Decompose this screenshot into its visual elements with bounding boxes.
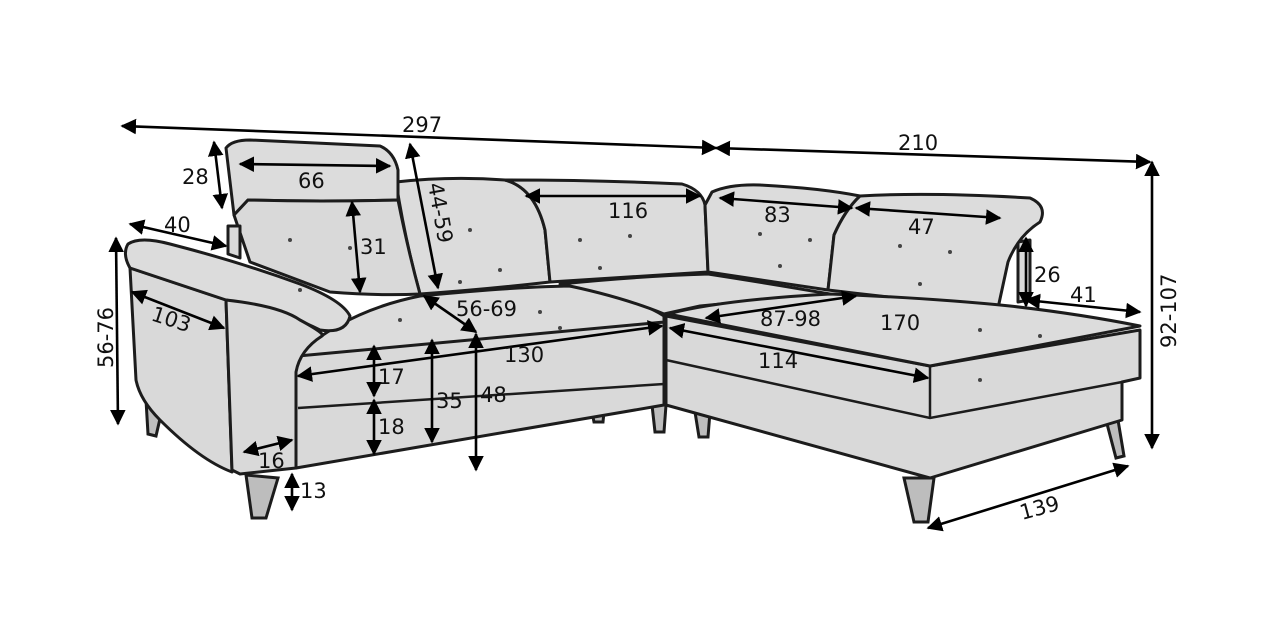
leg-chaise-back xyxy=(1104,418,1126,460)
dim-left-arm-width: 40 xyxy=(164,213,191,237)
dim-right-width: 210 xyxy=(898,131,938,155)
dim-seat-depth-right: 87-98 xyxy=(760,307,821,331)
dimension-arrows xyxy=(108,118,1160,532)
dim-arm-height: 56-76 xyxy=(94,307,118,368)
dim-headrest-height: 28 xyxy=(182,165,209,189)
dim-cushion-thickness: 17 xyxy=(378,365,405,389)
dim-headrest-width: 66 xyxy=(298,169,325,193)
dim-seat-width: 130 xyxy=(504,343,544,367)
dim-right-arm-width: 41 xyxy=(1070,283,1097,307)
dim-seat-depth: 56-69 xyxy=(456,297,517,321)
dim-right-back-width: 47 xyxy=(908,215,935,239)
dim-chaise-width: 114 xyxy=(758,349,798,373)
dim-seat-height: 35 xyxy=(436,389,463,413)
dim-leg-height: 13 xyxy=(300,479,327,503)
leg-front-left xyxy=(244,473,280,520)
right-headrest-frame xyxy=(1016,238,1032,304)
dim-chaise-length: 170 xyxy=(880,311,920,335)
dim-back-cushion-width: 116 xyxy=(608,199,648,223)
left-back-side xyxy=(226,224,242,260)
dim-total-height: 92-107 xyxy=(1157,274,1181,348)
dim-total-width: 297 xyxy=(402,113,442,137)
leg-corner-front xyxy=(650,403,668,434)
dim-right-headrest-height: 26 xyxy=(1034,263,1061,287)
dim-corner-back-width: 83 xyxy=(764,203,791,227)
dim-chaise-depth: 139 xyxy=(1017,491,1062,525)
back-cushion-right xyxy=(826,192,1044,310)
leg-chaise-front xyxy=(902,476,936,524)
dim-arm-thickness: 16 xyxy=(258,449,285,473)
dim-seat-height-total: 48 xyxy=(480,383,507,407)
dim-back-height: 31 xyxy=(360,235,387,259)
dimension-labels: 297 210 28 66 40 56-76 103 31 44-59 116 … xyxy=(94,113,1181,525)
dim-base-height: 18 xyxy=(378,415,405,439)
